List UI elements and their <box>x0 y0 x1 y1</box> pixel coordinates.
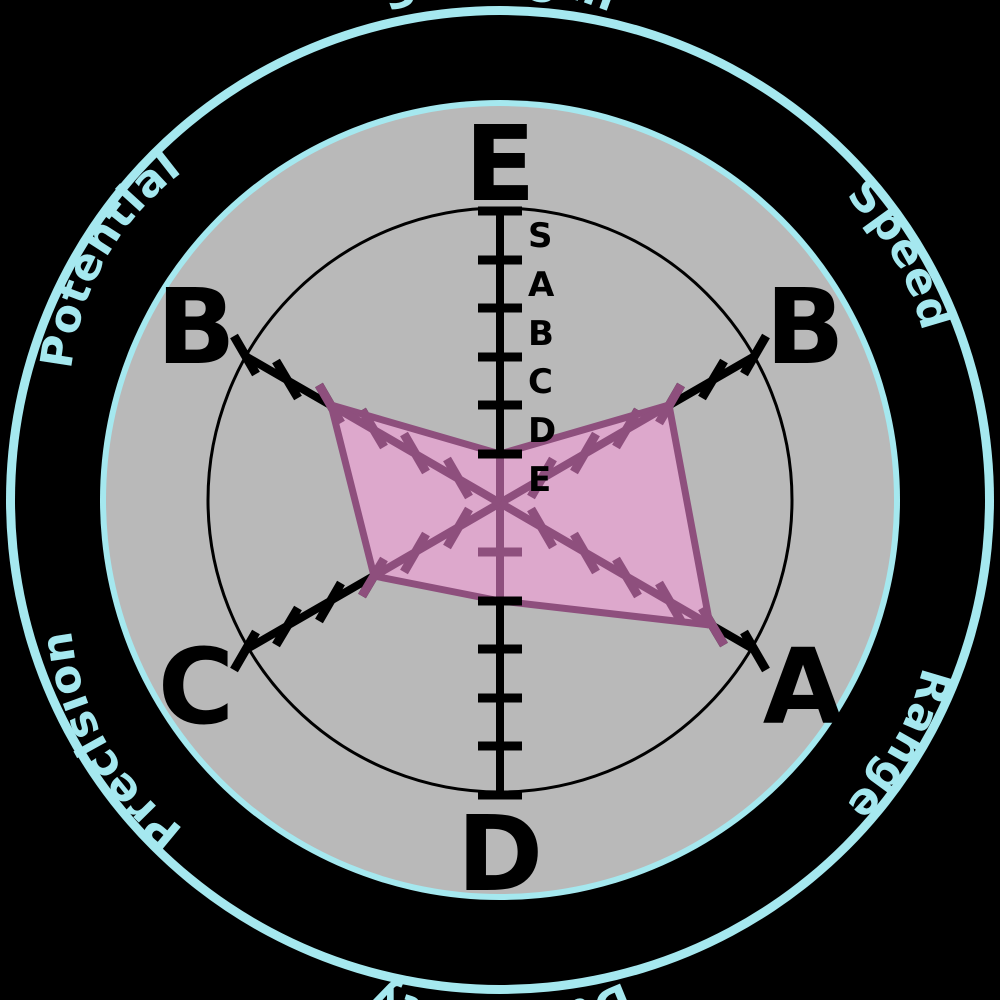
scale-letter-b: B <box>528 314 554 354</box>
grade-durability: D <box>457 793 543 915</box>
scale-letter-a: A <box>528 265 555 305</box>
axis-overlay-ticks <box>478 206 522 800</box>
scale-letter-e: E <box>528 460 551 500</box>
grade-strength: E <box>464 103 535 225</box>
grade-range: A <box>763 626 844 748</box>
scale-letter-d: D <box>528 411 556 451</box>
grade-speed: B <box>765 266 844 388</box>
scale-letters-group: S A B C D E <box>528 216 556 500</box>
grade-letters-group: E B A D C B <box>156 103 844 915</box>
scale-letter-c: C <box>528 362 553 402</box>
grade-potential: B <box>156 266 235 388</box>
grade-precision: C <box>158 626 234 748</box>
scale-letter-s: S <box>528 216 553 256</box>
